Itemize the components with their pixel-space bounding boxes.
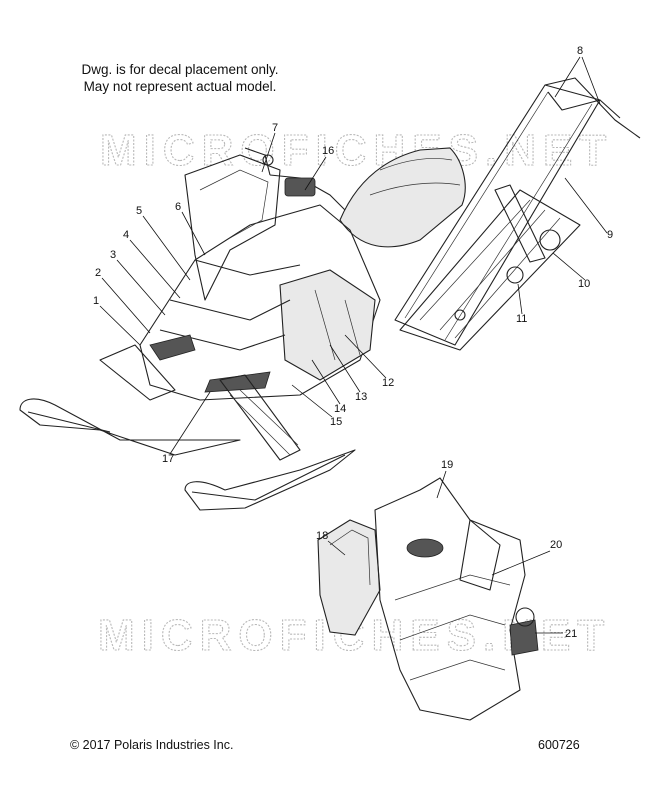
callout-5: 5 bbox=[136, 205, 142, 217]
callout-8: 8 bbox=[577, 45, 583, 57]
hood-contours bbox=[159, 259, 301, 351]
rear-bumper bbox=[544, 77, 641, 139]
leader-9 bbox=[564, 177, 608, 234]
leader-6 bbox=[181, 211, 206, 256]
note-line-1: Dwg. is for decal placement only. bbox=[81, 62, 279, 77]
console-gauge bbox=[284, 177, 316, 197]
callout-17: 17 bbox=[162, 453, 174, 465]
copyright-text: © 2017 Polaris Industries Inc. bbox=[70, 738, 234, 752]
callouts: 1 2 3 4 5 6 7 8 9 10 11 12 13 14 15 16 1… bbox=[93, 45, 613, 640]
leader-5 bbox=[142, 215, 191, 281]
callout-6: 6 bbox=[175, 201, 181, 213]
track-outline bbox=[399, 189, 581, 351]
seat bbox=[339, 147, 466, 248]
front-bumper-decal bbox=[204, 371, 271, 393]
leader-8 bbox=[554, 56, 601, 105]
callout-13: 13 bbox=[355, 391, 367, 403]
exploded-side-panels bbox=[317, 477, 539, 721]
leader-20 bbox=[491, 550, 551, 576]
callout-16: 16 bbox=[322, 145, 334, 157]
left-ski-keel bbox=[27, 411, 111, 433]
drawing-number: 600726 bbox=[538, 738, 580, 752]
mid-wheel bbox=[454, 309, 466, 321]
panel-18 bbox=[317, 519, 381, 636]
right-ski-keel bbox=[191, 454, 346, 501]
rear-wheel bbox=[539, 229, 561, 251]
leader-2 bbox=[101, 277, 151, 334]
panel-20 bbox=[459, 519, 501, 591]
leader-19 bbox=[436, 470, 447, 499]
leader-4 bbox=[129, 239, 181, 299]
callout-20: 20 bbox=[550, 539, 562, 551]
leader-7 bbox=[261, 132, 276, 173]
leader-16 bbox=[304, 156, 327, 191]
leader-17 bbox=[169, 391, 211, 455]
headlight-left bbox=[149, 334, 196, 361]
leader-18 bbox=[327, 540, 346, 556]
panel-18-line bbox=[329, 529, 371, 586]
callout-19: 19 bbox=[441, 459, 453, 471]
windshield-inner bbox=[199, 169, 269, 239]
panel-19-ribs bbox=[394, 574, 511, 681]
right-a-arm bbox=[219, 374, 301, 461]
left-ski bbox=[19, 398, 241, 456]
right-ski bbox=[184, 449, 356, 511]
side-panel bbox=[279, 269, 376, 381]
rear-strut bbox=[494, 184, 546, 263]
leader-13 bbox=[329, 344, 361, 393]
callout-10: 10 bbox=[578, 278, 590, 290]
rear-flap bbox=[547, 91, 601, 111]
panel-21 bbox=[509, 619, 539, 656]
callout-15: 15 bbox=[330, 416, 342, 428]
leader-3 bbox=[116, 259, 166, 316]
snowmobile-drawing bbox=[19, 77, 641, 511]
callout-3: 3 bbox=[110, 249, 116, 261]
leader-1 bbox=[99, 305, 141, 346]
tunnel-rail-lines bbox=[404, 91, 593, 341]
leader-10 bbox=[552, 252, 586, 281]
callout-4: 4 bbox=[123, 229, 129, 241]
leader-15 bbox=[291, 384, 333, 418]
left-a-arm bbox=[99, 344, 176, 401]
seat-stitching bbox=[369, 158, 461, 196]
note-line-2: May not represent actual model. bbox=[83, 79, 277, 94]
callout-2: 2 bbox=[95, 267, 101, 279]
panel-21-boss bbox=[515, 607, 535, 627]
leader-12 bbox=[344, 334, 387, 379]
leader-11 bbox=[517, 283, 523, 315]
callout-21: 21 bbox=[565, 628, 577, 640]
spring-coils bbox=[229, 389, 299, 456]
callout-7: 7 bbox=[272, 122, 278, 134]
callout-9: 9 bbox=[607, 229, 613, 241]
callout-1: 1 bbox=[93, 295, 99, 307]
callout-12: 12 bbox=[382, 377, 394, 389]
panel-19-opening bbox=[406, 538, 444, 558]
callout-14: 14 bbox=[334, 403, 346, 415]
watermark-top: MICROFICHES.NET bbox=[100, 126, 613, 175]
callout-11: 11 bbox=[516, 313, 527, 325]
callout-18: 18 bbox=[316, 530, 328, 542]
windshield bbox=[184, 154, 281, 301]
leader-14 bbox=[311, 359, 341, 405]
idler-wheel bbox=[506, 266, 524, 284]
